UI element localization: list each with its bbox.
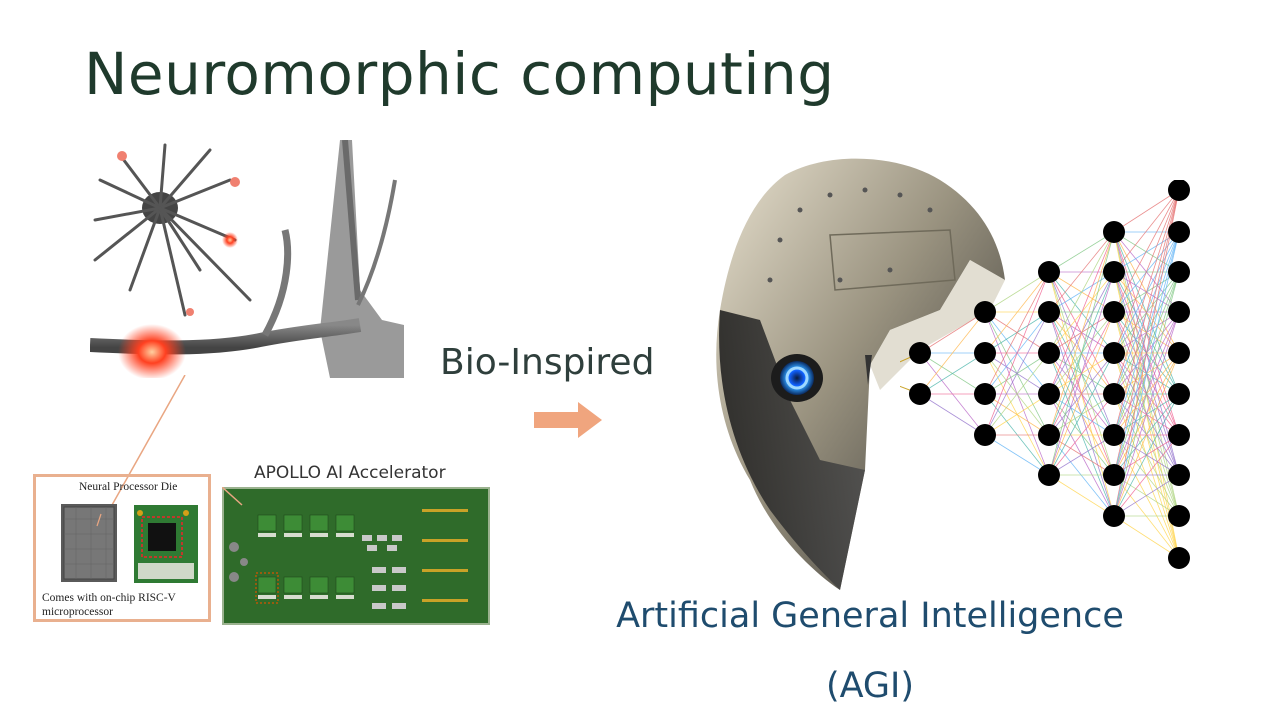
nn-edge — [919, 311, 986, 354]
nn-edge — [1048, 393, 1115, 476]
right-arrow-icon — [534, 402, 602, 438]
nn-edge — [1048, 231, 1115, 436]
nn-edge — [919, 393, 986, 436]
nn-node — [1103, 342, 1125, 364]
nn-node — [1168, 180, 1190, 201]
nn-edge — [1048, 231, 1115, 313]
nn-edge — [1113, 352, 1180, 517]
nn-edge — [1048, 231, 1115, 354]
nn-edge — [984, 311, 1050, 436]
nn-node — [1103, 505, 1125, 527]
nn-node — [1103, 261, 1125, 283]
nn-node — [974, 424, 996, 446]
nn-node — [1103, 221, 1125, 243]
nn-edge — [984, 271, 1050, 313]
nn-node — [974, 342, 996, 364]
nn-node — [1168, 464, 1190, 486]
nn-node — [1168, 505, 1190, 527]
nn-edge — [1048, 352, 1115, 476]
nn-node — [1168, 261, 1190, 283]
risc-v-caption-line2: microprocessor — [42, 606, 113, 618]
nn-edge — [984, 434, 1050, 476]
nn-node — [1038, 464, 1060, 486]
nn-edge — [1113, 434, 1180, 559]
nn-edge — [1113, 189, 1180, 395]
nn-node — [1168, 221, 1190, 243]
nn-node — [909, 342, 931, 364]
nn-edge — [1048, 474, 1115, 517]
nn-node — [1103, 383, 1125, 405]
nn-node — [1168, 383, 1190, 405]
neuron-illustration — [90, 140, 404, 378]
apollo-accelerator-label: APOLLO AI Accelerator — [254, 463, 446, 483]
nn-edge — [984, 352, 1050, 436]
nn-edge — [1048, 271, 1115, 476]
nn-edge — [984, 271, 1050, 354]
nn-node — [1168, 301, 1190, 323]
robot-head-image — [716, 158, 1005, 591]
nn-edge — [1113, 393, 1180, 517]
nn-node — [974, 383, 996, 405]
nn-edge — [1048, 311, 1115, 476]
nn-node — [1038, 424, 1060, 446]
nn-node — [1168, 547, 1190, 569]
bio-inspired-label: Bio-Inspired — [440, 342, 655, 383]
nn-edge — [1113, 189, 1180, 273]
nn-edge — [1113, 434, 1180, 517]
chip-panel — [33, 474, 211, 622]
nn-edge — [984, 271, 1050, 395]
agi-title-line2: (AGI) — [825, 666, 915, 706]
nn-edge — [1113, 474, 1180, 517]
nn-node — [1168, 342, 1190, 364]
nn-edge — [1048, 434, 1115, 476]
nn-node — [1038, 261, 1060, 283]
slide-title: Neuromorphic computing — [84, 40, 835, 108]
nn-edge — [919, 352, 986, 395]
nn-edge — [984, 271, 1050, 436]
nn-edge — [984, 393, 1050, 436]
small-board-image — [134, 505, 198, 583]
nn-edge — [1113, 189, 1180, 354]
nn-edge — [1048, 231, 1115, 273]
nn-node — [909, 383, 931, 405]
neural-network-graph — [900, 180, 1190, 569]
apollo-board-image — [222, 487, 490, 625]
nn-edge — [1113, 311, 1180, 517]
nn-edge — [1113, 189, 1180, 517]
nn-node — [974, 301, 996, 323]
nn-edge — [984, 352, 1050, 476]
nn-node — [1038, 342, 1060, 364]
risc-v-caption-line1: Comes with on-chip RISC-V — [42, 592, 176, 604]
agi-title-line1: Artificial General Intelligence — [616, 596, 1124, 636]
nn-node — [1168, 424, 1190, 446]
nn-edge — [1113, 189, 1180, 313]
nn-edge — [919, 311, 986, 395]
nn-edge — [1113, 189, 1180, 476]
processor-die-image — [61, 504, 117, 582]
nn-edge — [1113, 231, 1180, 517]
nn-node — [1103, 464, 1125, 486]
nn-node — [1038, 301, 1060, 323]
nn-edge — [1113, 515, 1180, 559]
nn-node — [1103, 301, 1125, 323]
neural-processor-die-label: Neural Processor Die — [79, 481, 178, 493]
nn-node — [1038, 383, 1060, 405]
nn-node — [1103, 424, 1125, 446]
nn-edge — [1048, 231, 1115, 395]
nn-edge — [1113, 189, 1180, 233]
